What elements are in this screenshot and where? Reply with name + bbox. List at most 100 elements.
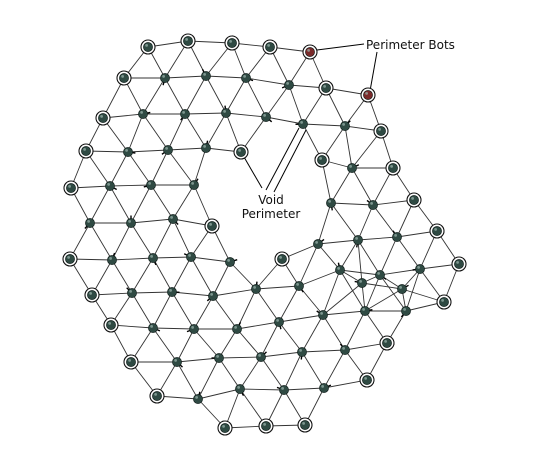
bot-shine [384,340,387,343]
lattice-edge [111,222,132,261]
perimeter-bot [302,44,318,60]
lattice-edge [245,77,267,118]
bot-shine [203,145,207,148]
bot-body [232,324,242,334]
lattice-edge [89,185,111,224]
bot-body [340,121,350,131]
bot-shine [403,308,406,311]
lattice-edge [245,77,290,86]
bot-shine [229,40,233,43]
lattice-edge [218,357,241,390]
perimeter-bot [451,256,467,272]
bot-shine [195,396,199,399]
lattice-edge [127,113,144,153]
bot-shine [300,121,303,124]
bot-shine [276,319,279,322]
bot-body [321,83,331,93]
lattice-edge [302,123,346,127]
lattice-edge [364,288,403,312]
lattice-edge [225,112,267,118]
bot-shine [216,355,220,358]
interior-bot [160,73,170,86]
perimeter-bot [379,335,395,351]
lattice-edge [130,184,152,224]
bot-shine [150,255,154,258]
bot-shine [108,322,111,325]
perimeter-bot [373,123,389,139]
bot-body [326,198,336,208]
lattice-edge [184,75,207,115]
perimeter-bot [149,388,165,404]
bot-shine [128,359,132,362]
lattice-edge [172,184,195,220]
perimeter-bot [314,152,330,168]
interior-bot [313,238,325,249]
bot-shine [378,127,381,131]
lattice-edge [152,327,195,330]
bot-shine [441,299,444,302]
lattice-edge [298,269,341,287]
bot-body [146,180,156,190]
perimeter-bot [297,417,313,433]
bot-shine [109,257,112,260]
bot-shine [355,237,358,240]
lattice-edge [152,327,178,363]
bot-body [225,257,235,267]
lattice-edge [205,112,227,149]
lattice-edge [357,239,381,276]
lattice-edge [150,184,174,220]
interior-bot [221,105,231,118]
bot-body [319,383,329,393]
lattice-edge [152,218,174,259]
bot-body [138,109,148,119]
lattice-edge [127,149,169,153]
lattice-edge [288,84,304,125]
lattice-edge [283,351,303,391]
leader-line [243,156,263,189]
lattice-edge [330,167,353,204]
interior-bot [274,317,284,330]
lattice-edge [109,185,132,224]
interior-bot [193,391,203,404]
bot-body [81,146,91,156]
bot-shine [365,92,368,95]
bot-body [261,112,271,122]
bot-shine [162,75,166,78]
lattice-edge [197,357,220,400]
lattice-edge [167,147,207,151]
lattice-edge [239,388,285,391]
lattice-edge [171,291,195,330]
bot-body [382,338,392,348]
perimeter-bot [262,39,278,55]
interior-bot [148,323,161,333]
bot-body [347,163,357,173]
perimeter-bot [63,180,79,196]
bot-body [123,147,133,157]
bot-body [317,155,327,165]
bot-body [160,73,170,83]
bot-body [126,357,136,367]
bot-body [235,384,245,394]
bot-body [152,391,162,401]
bot-body [148,253,158,263]
bot-body [189,324,199,334]
perimeter-bot [436,294,452,310]
interior-bot [180,109,190,121]
bot-body [362,375,372,385]
lattice-edge [283,387,325,391]
perimeter-bot [274,251,290,267]
bot-body [163,145,173,155]
lattice-edge [152,257,173,293]
bot-body [357,278,367,288]
lattice-edge [301,314,324,353]
interior-bot [167,287,180,297]
perimeter-bot [233,144,249,160]
lattice-edge [361,282,403,290]
bot-body [298,119,308,129]
interior-bot [397,284,409,294]
bot-body [277,254,287,264]
interior-bot [251,281,261,294]
interior-bot [201,140,211,153]
bot-body [214,353,224,363]
